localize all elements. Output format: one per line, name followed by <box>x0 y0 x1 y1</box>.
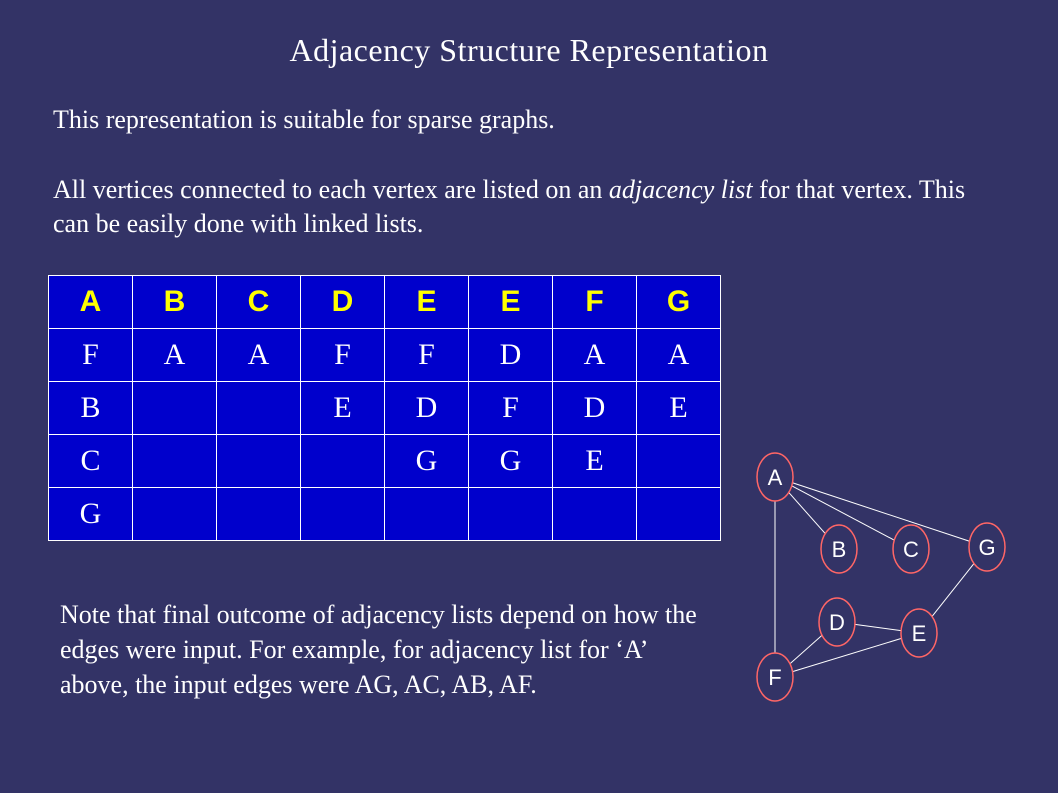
graph-edge-ab <box>788 492 826 534</box>
graph-node-circle <box>818 597 856 647</box>
table-cell <box>300 434 385 488</box>
graph-edge-ag <box>792 482 970 542</box>
graph-node-d: D <box>818 597 856 647</box>
table-header-cell: C <box>216 275 301 329</box>
note-paragraph: Note that final outcome of adjacency lis… <box>60 600 697 699</box>
table-cell <box>384 487 469 541</box>
table-cell: D <box>552 381 637 435</box>
intro-line-1: This representation is suitable for spar… <box>53 105 555 134</box>
graph-node-label: G <box>978 535 995 560</box>
table-header-cell: E <box>384 275 469 329</box>
graph-node-c: C <box>892 524 930 574</box>
table-header-cell: E <box>468 275 553 329</box>
graph-node-label: B <box>832 537 847 562</box>
graph-node-label: C <box>903 537 919 562</box>
graph-node-circle <box>892 524 930 574</box>
table-header-cell: F <box>552 275 637 329</box>
intro-text-after: for that vertex. This can be easily done… <box>53 175 966 238</box>
table-cell <box>300 487 385 541</box>
graph-node-circle <box>900 608 938 658</box>
table-cell <box>468 487 553 541</box>
graph-edge-fe <box>792 637 902 673</box>
slide-title: Adjacency Structure Representation <box>289 32 769 68</box>
graph-node-f: F <box>756 652 794 702</box>
table-cell: A <box>132 328 217 382</box>
table-cell <box>552 487 637 541</box>
table-cell: F <box>384 328 469 382</box>
graph-node-label: A <box>768 465 783 490</box>
graph-edge-de <box>854 623 902 632</box>
table-cell: A <box>552 328 637 382</box>
graph-node-circle <box>968 522 1006 572</box>
graph-node-label: F <box>768 665 781 690</box>
graph-edge-df <box>789 634 823 665</box>
intro-emphasis: adjacency list <box>608 175 753 204</box>
graph-edge-ac <box>791 485 895 541</box>
graph-node-label: E <box>912 621 927 646</box>
table-header-cell: B <box>132 275 217 329</box>
graph-edge-eg <box>931 563 975 617</box>
table-cell: C <box>48 434 133 488</box>
graph-node-e: E <box>900 608 938 658</box>
table-cell: G <box>48 487 133 541</box>
graph-node-a: A <box>756 452 794 502</box>
table-cell: E <box>636 381 721 435</box>
table-cell: D <box>468 328 553 382</box>
table-cell: E <box>552 434 637 488</box>
table-cell <box>216 381 301 435</box>
graph-nodes: A B C G D E F <box>756 452 1006 702</box>
table-cell: G <box>384 434 469 488</box>
table-cell: B <box>48 381 133 435</box>
graph-node-b: B <box>820 524 858 574</box>
table-cell: F <box>468 381 553 435</box>
table-row: G <box>48 487 721 541</box>
table-cell: A <box>216 328 301 382</box>
intro-text-before: All vertices connected to each vertex ar… <box>53 175 609 204</box>
graph-node-circle <box>756 652 794 702</box>
table-header-cell: G <box>636 275 721 329</box>
table-cell <box>636 487 721 541</box>
table-cell: F <box>48 328 133 382</box>
table-cell <box>132 487 217 541</box>
graph-node-circle <box>820 524 858 574</box>
table-header-cell: D <box>300 275 385 329</box>
graph-node-label: D <box>829 610 845 635</box>
graph-node-circle <box>756 452 794 502</box>
graph-node-g: G <box>968 522 1006 572</box>
intro-paragraph-2: All vertices connected to each vertex ar… <box>53 173 983 241</box>
table-cell <box>216 487 301 541</box>
graph-edges <box>774 482 975 673</box>
